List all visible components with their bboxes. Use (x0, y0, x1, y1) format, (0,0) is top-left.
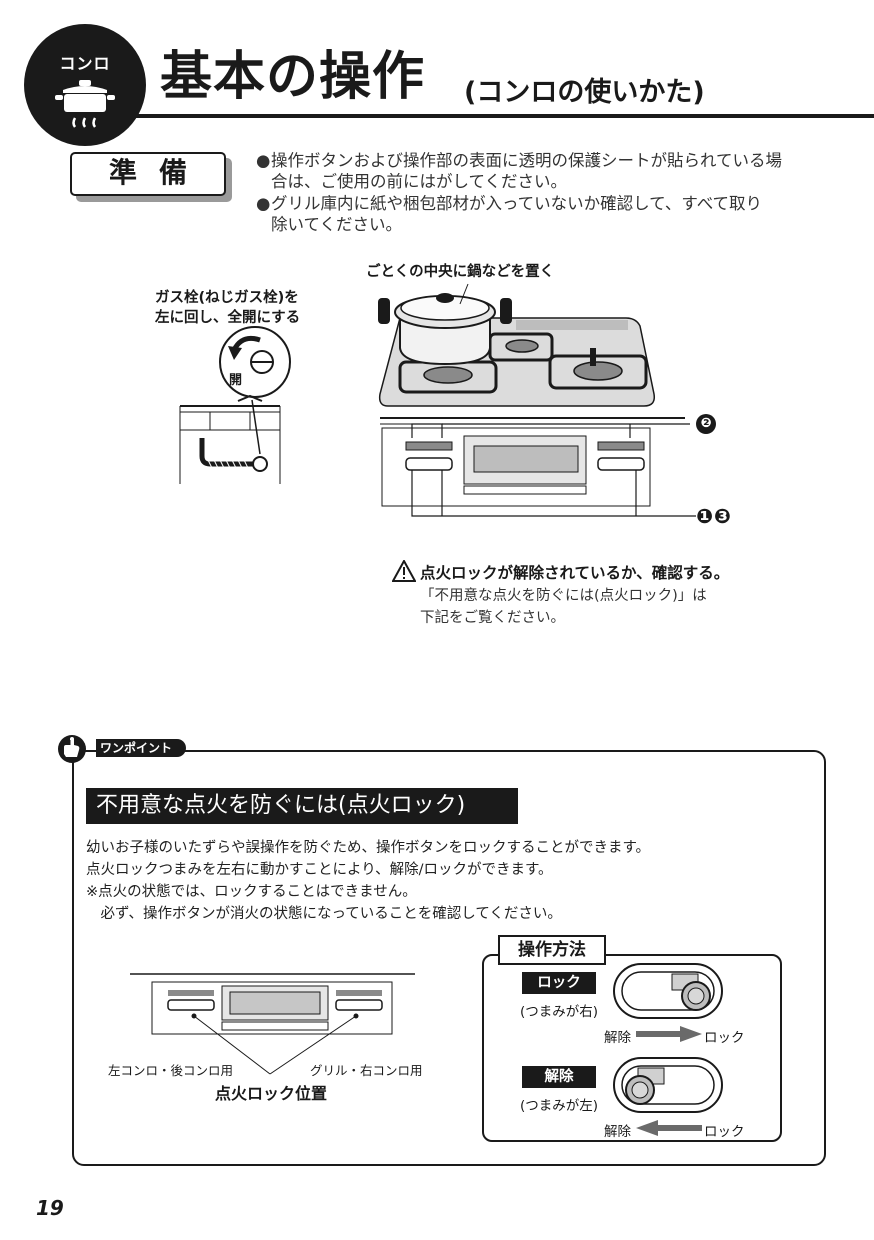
pot-placement-label: ごとくの中央に鍋などを置く (366, 264, 555, 280)
pot-icon (55, 80, 115, 128)
lock-state-sub: (つまみが右) (520, 1004, 599, 1020)
gas-valve-label-2: 左に回し、全開にする (155, 310, 301, 326)
right-arrow-icon (636, 1026, 702, 1042)
bullet-text-line: 除いてください。 (271, 215, 403, 234)
unlock-state-badge: 解除 (522, 1066, 596, 1088)
step-1-3-marker: ❶❸ (696, 504, 732, 528)
warning-line: 下記をご覧ください。 (420, 610, 565, 626)
lock-slider-illustration (613, 963, 723, 1019)
bullet-text-line: 操作ボタンおよび操作部の表面に透明の保護シートが貼られている場 (271, 151, 783, 170)
operation-method-title: 操作方法 (498, 935, 606, 965)
lock-state-badge: ロック (522, 972, 596, 994)
page-number: 19 (36, 1196, 64, 1220)
one-point-line: 必ず、操作ボタンが消火の状態になっていることを確認してください。 (86, 906, 562, 922)
unlock-arrow-to: ロック (704, 1124, 745, 1140)
valve-open-label: 開 (229, 373, 243, 388)
left-arrow-icon (636, 1120, 702, 1136)
panel-label-left: 左コンロ・後コンロ用 (108, 1063, 234, 1078)
pointing-hand-icon (58, 735, 86, 763)
warning-title: 点火ロックが解除されているか、確認する。 (420, 564, 730, 582)
warning-line: 「不用意な点火を防ぐには(点火ロック)」は (420, 588, 707, 604)
bullet-text-line: 合は、ご使用の前にはがしてください。 (271, 172, 568, 191)
section-badge: コンロ (24, 24, 146, 146)
stove-illustration (378, 283, 696, 517)
one-point-tab-label: ワンポイント (96, 739, 187, 757)
bullet-mark: ● (256, 194, 271, 213)
operation-method-box (482, 954, 782, 1142)
unlock-slider-illustration (613, 1057, 723, 1113)
page-title: 基本の操作 (160, 47, 426, 107)
gas-valve-label-1: ガス栓(ねじガス栓)を (155, 290, 299, 306)
one-point-heading: 不用意な点火を防ぐには(点火ロック) (86, 788, 518, 824)
panel-label-right: グリル・右コンロ用 (310, 1063, 423, 1078)
prep-bullet-2: ● グリル庫内に紙や梱包部材が入っていないか確認して、すべて取り 除いてください… (256, 193, 836, 235)
unlock-arrow-from: 解除 (604, 1124, 631, 1140)
title-rule (108, 114, 874, 118)
badge-label: コンロ (59, 54, 111, 73)
bullet-text-line: グリル庫内に紙や梱包部材が入っていないか確認して、すべて取り (271, 194, 763, 213)
step-2-marker: ❷ (696, 414, 716, 434)
one-point-line: ※点火の状態では、ロックすることはできません。 (86, 884, 417, 900)
one-point-line: 点火ロックつまみを左右に動かすことにより、解除/ロックができます。 (86, 862, 553, 878)
gas-valve-illustration (179, 326, 291, 484)
bullet-mark: ● (256, 151, 271, 170)
lock-arrow-to: ロック (704, 1030, 745, 1046)
prep-label: 準備 (70, 152, 226, 196)
warning-triangle-icon (392, 560, 416, 582)
lock-arrow-from: 解除 (604, 1030, 631, 1046)
one-point-box (72, 750, 826, 1166)
control-panel-illustration (130, 973, 415, 1075)
unlock-state-sub: (つまみが左) (520, 1098, 599, 1114)
prep-bullet-1: ● 操作ボタンおよび操作部の表面に透明の保護シートが貼られている場 合は、ご使用… (256, 150, 836, 192)
one-point-line: 幼いお子様のいたずらや誤操作を防ぐため、操作ボタンをロックすることができます。 (86, 840, 651, 856)
page-subtitle: (コンロの使いかた) (464, 77, 705, 108)
lock-position-label: 点火ロック位置 (215, 1084, 328, 1103)
